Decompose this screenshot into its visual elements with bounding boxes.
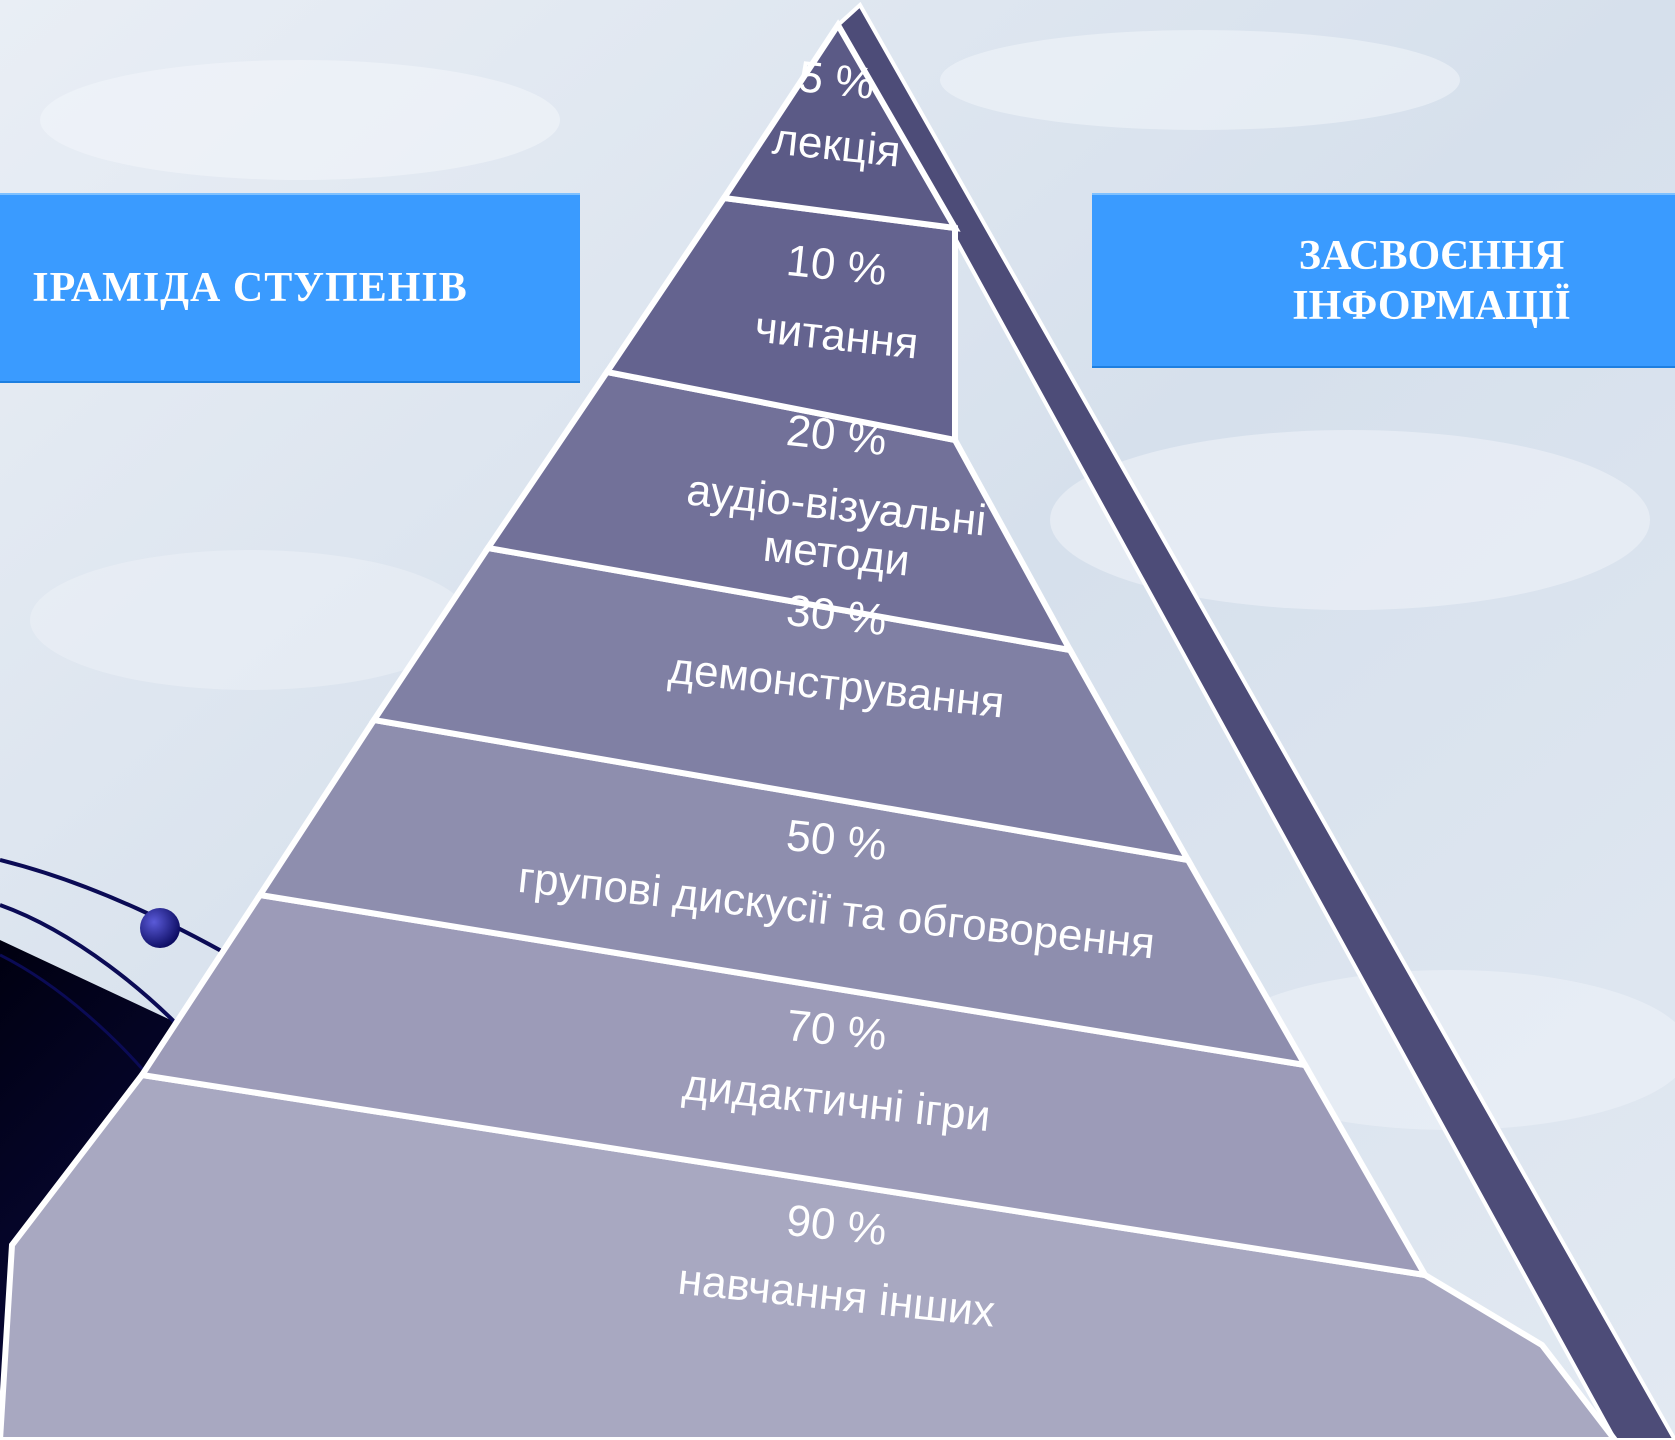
level-percent: 90 % [784,1196,889,1255]
assimilation-title-line2: ІНФОРМАЦІЇ [1292,282,1571,329]
level-percent: 5 % [796,52,877,109]
pyramid-side-face [835,1,1675,1440]
assimilation-title-banner: ЗАСВОЄННЯ ІНФОРМАЦІЇ [1092,193,1675,368]
assimilation-title-text: ЗАСВОЄННЯ ІНФОРМАЦІЇ [1244,231,1570,331]
pyramid-tier-1 [718,19,961,232]
level-percent: 30 % [784,586,889,645]
level-percent: 10 % [784,236,889,295]
level-percent: 20 % [784,406,889,465]
assimilation-title-line1: ЗАСВОЄННЯ [1298,232,1565,279]
level-percent: 70 % [784,1001,889,1060]
pyramid-title-text: ІРАМІДА СТУПЕНІВ [32,265,468,311]
level-percent: 50 % [784,811,889,870]
pyramid-title-banner: ІРАМІДА СТУПЕНІВ [0,193,580,383]
decor-dot-icon [140,908,180,948]
